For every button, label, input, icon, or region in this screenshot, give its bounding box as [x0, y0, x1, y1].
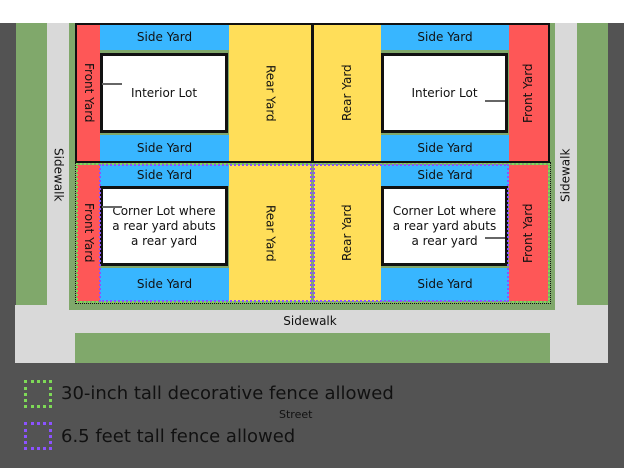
grass-bottom [75, 333, 550, 363]
side-yard: Side Yard [100, 135, 229, 161]
grass-left [16, 23, 47, 305]
street-right [608, 23, 624, 468]
front-yard: Front Yard [77, 165, 100, 301]
legend-green-swatch [24, 380, 52, 408]
legend-green-label: 30-inch tall decorative fence allowed [61, 383, 394, 404]
house-corner-lot: Corner Lot where a rear yard abuts a rea… [100, 186, 228, 266]
street-label: Street [279, 408, 313, 421]
fence-6-5-feet-outline [99, 164, 312, 302]
sidewalk-left [47, 23, 69, 305]
grass-right [577, 23, 608, 305]
legend-purple-label: 6.5 feet tall fence allowed [61, 426, 296, 447]
door-icon [102, 83, 122, 103]
street-left [0, 23, 16, 468]
door-icon [485, 100, 505, 120]
rear-yard: Rear Yard [229, 165, 311, 301]
house-interior-lot: Interior Lot [100, 53, 228, 133]
street-bottom [0, 363, 624, 468]
lot-divider [311, 23, 314, 163]
side-yard: Side Yard [381, 268, 509, 301]
sidewalk-right [555, 23, 577, 305]
house-interior-lot: Interior Lot [381, 53, 508, 133]
side-yard: Side Yard [381, 165, 509, 186]
door-icon [102, 206, 122, 226]
side-yard: Side Yard [381, 135, 509, 161]
side-yard: Side Yard [100, 165, 229, 186]
sidewalk-right-label: Sidewalk [558, 148, 573, 202]
side-yard: Side Yard [100, 268, 229, 301]
rear-yard: Rear Yard [229, 25, 311, 161]
sidewalk-bottom-label: Sidewalk [283, 313, 337, 328]
side-yard: Side Yard [100, 25, 229, 50]
door-icon [485, 237, 505, 257]
fence-6-5-feet-outline [313, 164, 509, 302]
rear-yard: Rear Yard [314, 25, 381, 161]
house-corner-lot: Corner Lot where a rear yard abuts a rea… [381, 186, 508, 266]
side-yard: Side Yard [381, 25, 509, 50]
front-yard: Front Yard [509, 25, 548, 161]
legend-purple-swatch [24, 422, 52, 450]
front-yard: Front Yard [77, 25, 100, 161]
sidewalk-left-label: Sidewalk [51, 148, 66, 202]
